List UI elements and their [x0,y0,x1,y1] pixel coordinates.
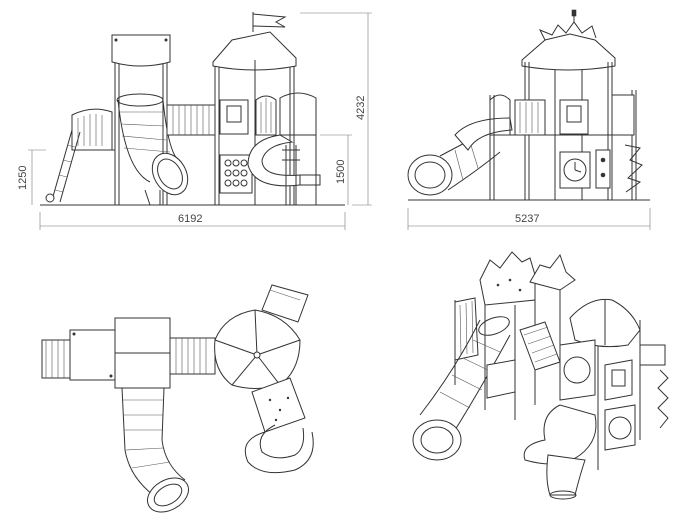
spiral-slide [244,424,314,474]
hex-roof [569,298,641,348]
plan-view [41,284,314,513]
clock-panel [559,151,591,189]
tube-slide [121,387,189,513]
side-dimensions: 5237 [407,208,651,230]
climbing-ladder [611,94,643,193]
flag-icon [252,13,287,28]
tower-posts [454,290,641,470]
hex-roof [214,309,301,389]
tunnel-bridge [169,337,216,375]
window-panel [559,99,589,135]
crown-roof [521,9,616,71]
front-dimensions: 6192 1250 1500 4232 [17,12,372,230]
ladder [41,339,71,379]
tube-slide [407,129,501,196]
game-panel [219,154,253,194]
railing-panel [255,92,317,136]
spiral-slide [523,404,597,500]
round-window-panel [559,339,596,401]
dimension-front-platform-height: 1500 [335,160,347,184]
tunnel-bridge [166,104,216,136]
wave-slide [454,117,513,151]
clock-panel [604,404,636,451]
side-panel [595,149,611,189]
dimension-side-width: 5237 [515,213,539,225]
tube-slide [412,316,511,461]
tower-right [212,12,297,205]
platform-low [69,329,116,381]
dimension-front-total-height: 4232 [355,96,367,120]
climbing-ladder [639,344,669,429]
front-elevation-view: 6192 1250 1500 4232 [17,12,372,230]
window-panel [604,359,633,401]
railing-panel [454,297,479,361]
isometric-view [412,251,669,500]
side-elevation-view: 5237 [407,9,651,230]
dimension-front-width: 6192 [178,213,202,225]
spiral-slide [247,98,321,205]
dimension-front-left-height: 1250 [17,166,29,190]
ladder [45,129,81,203]
chute-top [261,284,309,323]
window-panel [219,99,249,135]
balcony-panel [486,359,516,399]
crown-roof-left [479,251,536,306]
railing-panel [489,94,612,136]
platform-lower [251,377,306,433]
balcony-panel [71,108,115,151]
tube-slide [116,93,189,206]
tunnel-bridge [519,321,561,371]
crown-roof-right [529,253,576,291]
